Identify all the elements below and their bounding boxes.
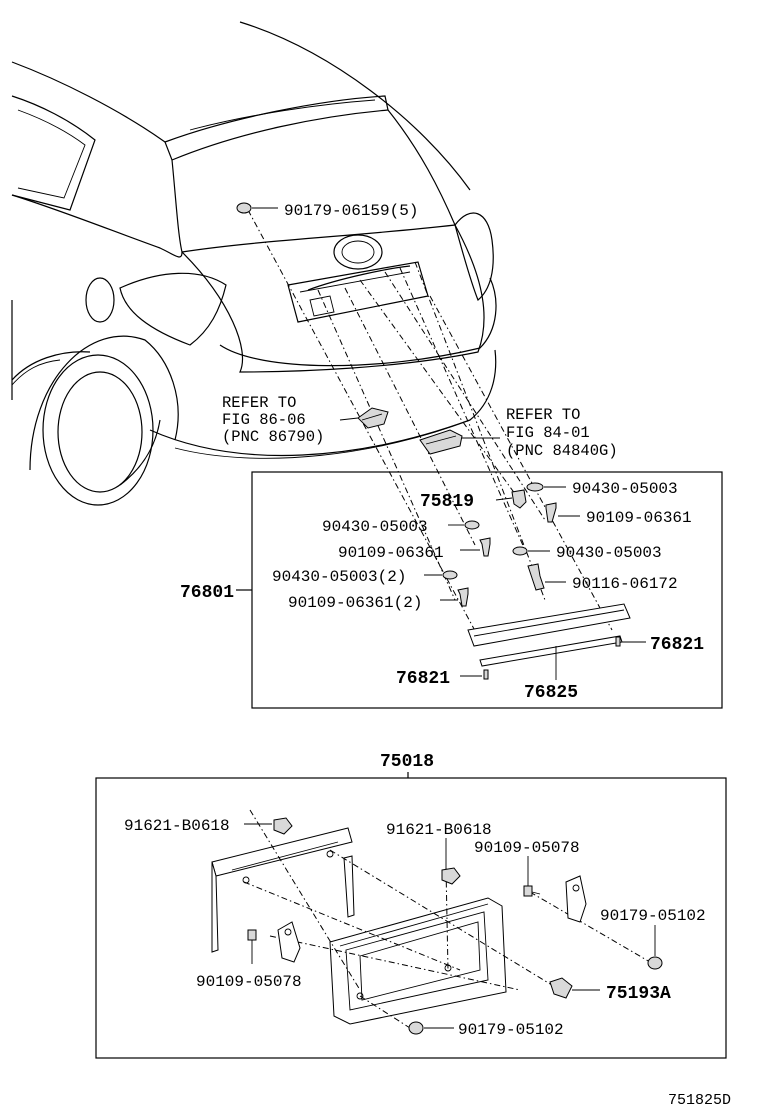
label-76801: 76801	[180, 583, 234, 603]
assembly-box-75018	[95, 777, 727, 1059]
bolt-91621-B0618-b	[441, 838, 461, 885]
nut-90430-05003-a	[526, 482, 566, 492]
screw-90109-06361-2	[440, 587, 469, 607]
license-lamp-right	[419, 429, 500, 455]
bolt-91621-B0618-a	[244, 817, 293, 835]
clip-90179-06159	[236, 202, 278, 214]
car-body-drawing	[11, 21, 497, 506]
label-75018: 75018	[380, 752, 434, 772]
label-90430-05003-a: 90430-05003	[572, 480, 678, 498]
screw-90109-06361-a	[545, 502, 580, 523]
label-76821-b: 76821	[650, 635, 704, 655]
license-frame	[329, 897, 507, 1025]
nut-90179-05102-right	[647, 925, 663, 970]
label-91621-B0618-a: 91621-B0618	[124, 817, 230, 835]
screw-90109-06361-b	[460, 537, 491, 557]
bolt-90116-06172	[527, 563, 566, 591]
ref-left-line1: REFER TO	[222, 394, 296, 412]
ref-left-line2: FIG 86-06	[222, 411, 306, 429]
ref-left-line3: (PNC 86790)	[222, 428, 324, 446]
label-90116-06172: 90116-06172	[572, 575, 678, 593]
garnish-strip	[467, 603, 631, 667]
label-90109-06361-b: 90109-06361	[338, 544, 444, 562]
label-75193A: 75193A	[606, 984, 671, 1004]
label-76825: 76825	[524, 683, 578, 703]
ref-right-line1: REFER TO	[506, 406, 580, 424]
license-lamp-left	[339, 407, 389, 429]
label-91621-B0618-b: 91621-B0618	[386, 821, 492, 839]
ref-right-line3: (PNC 84840G)	[506, 442, 618, 460]
label-90179-06159: 90179-06159(5)	[284, 202, 418, 220]
nut-90430-05003-b	[448, 520, 480, 530]
label-90430-05003-b: 90430-05003	[322, 518, 428, 536]
label-75819: 75819	[420, 492, 474, 512]
lower-leader-lines	[243, 809, 651, 1029]
license-bracket	[211, 827, 355, 953]
bracket-right	[565, 875, 587, 923]
clip-75819	[495, 489, 527, 509]
nut-90179-05102-bottom	[408, 1021, 454, 1035]
nut-90430-05003-c	[512, 546, 550, 556]
screw-90109-05078-right	[523, 856, 541, 897]
leader-lines	[247, 209, 613, 641]
label-90430-05003-2: 90430-05003(2)	[272, 568, 406, 586]
label-90109-05078-a: 90109-05078	[474, 839, 580, 857]
nut-90430-05003-2	[424, 570, 458, 580]
label-90109-06361-a: 90109-06361	[586, 509, 692, 527]
label-90430-05003-c: 90430-05003	[556, 544, 662, 562]
ref-right-line2: FIG 84-01	[506, 424, 590, 442]
label-90179-05102-a: 90179-05102	[600, 907, 706, 925]
clip-76821-right	[615, 636, 646, 647]
bracket-left	[277, 921, 301, 963]
diagram-code: 751825D	[668, 1092, 731, 1109]
clip-76821-left	[460, 669, 489, 680]
label-90179-05102-b: 90179-05102	[458, 1021, 564, 1039]
label-76821-a: 76821	[396, 669, 450, 689]
bolt-75193A	[549, 977, 600, 999]
label-90109-05078-b: 90109-05078	[196, 973, 302, 991]
label-90109-06361-2: 90109-06361(2)	[288, 594, 422, 612]
screw-90109-05078-left	[247, 929, 257, 964]
